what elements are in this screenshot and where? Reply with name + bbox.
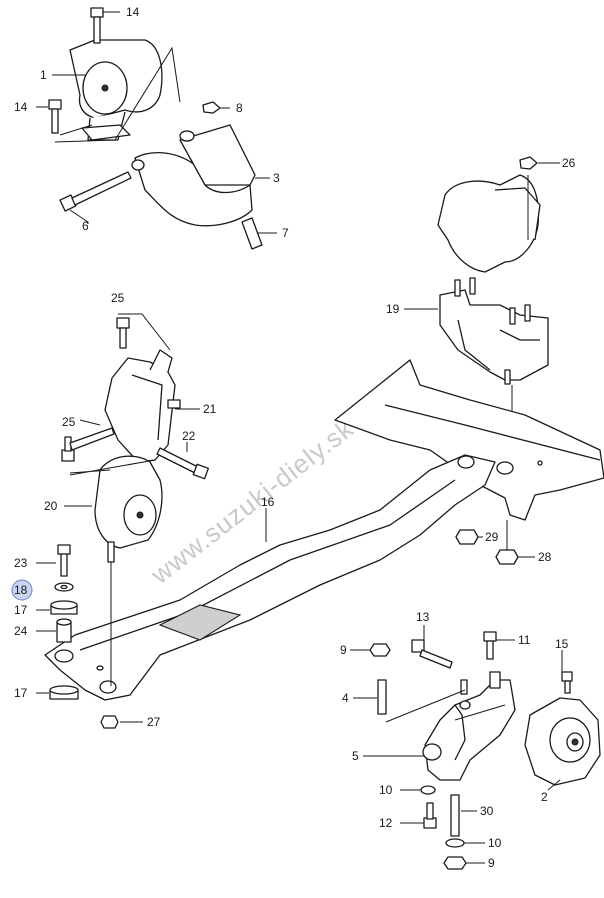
highlight-circle-18	[11, 579, 33, 601]
washer-10-lower	[445, 838, 465, 848]
callout-26: 26	[562, 156, 576, 170]
callout-25: 25	[111, 291, 125, 305]
crossmember-16	[44, 454, 496, 701]
callout-9: 9	[488, 856, 495, 870]
bolt-14-left	[48, 99, 62, 134]
hardware-stack-left	[36, 544, 143, 729]
bolt-12	[423, 802, 437, 829]
mount-19	[439, 289, 549, 381]
callout-30: 30	[480, 804, 494, 818]
nut-29	[455, 529, 479, 545]
bolt-6	[59, 171, 132, 212]
callout-11: 11	[518, 633, 531, 647]
bolt-22	[156, 447, 209, 480]
callout-14: 14	[14, 100, 28, 114]
callout-15: 15	[555, 637, 569, 651]
callout-5: 5	[352, 749, 359, 763]
callout-24: 24	[14, 624, 28, 638]
washer-10-upper	[420, 785, 436, 795]
callout-22: 22	[182, 429, 196, 443]
callout-17: 17	[14, 686, 28, 700]
callout-17: 17	[14, 603, 28, 617]
engine-mount-front	[36, 7, 277, 250]
callout-27: 27	[147, 715, 161, 729]
bolt-13	[411, 639, 453, 669]
mount-bracket-21	[104, 357, 176, 463]
engine-mount-right	[404, 156, 560, 465]
frame-crossmember	[334, 359, 604, 521]
callout-19: 19	[386, 302, 400, 316]
bolt-15	[561, 671, 573, 694]
bolt-11	[483, 631, 497, 660]
callout-23: 23	[14, 556, 28, 570]
nut-28	[495, 549, 519, 565]
callout-1: 1	[40, 68, 47, 82]
rear-mount	[350, 625, 601, 870]
callout-6: 6	[82, 219, 89, 233]
engine-mount-left	[61, 313, 209, 686]
nut-9-upper	[369, 643, 391, 657]
callout-16: 16	[261, 495, 275, 509]
callout-3: 3	[273, 171, 280, 185]
callout-14: 14	[126, 5, 140, 19]
callout-labels: 14 1 14 8 3 6 7 26 19 25 21 25 22 20 16 …	[14, 5, 576, 870]
bolt-25-upper	[116, 317, 130, 349]
callout-29: 29	[485, 530, 499, 544]
callout-10: 10	[379, 783, 393, 797]
callout-2: 2	[541, 790, 548, 804]
callout-25: 25	[62, 415, 76, 429]
callout-21: 21	[203, 402, 217, 416]
nut-27	[100, 715, 119, 729]
callout-8: 8	[236, 101, 243, 115]
stud-7	[241, 217, 263, 250]
callout-4: 4	[342, 691, 349, 705]
callout-13: 13	[416, 610, 430, 624]
callout-28: 28	[538, 550, 552, 564]
callout-7: 7	[282, 226, 289, 240]
nut-9-lower	[443, 856, 467, 870]
mount-bracket-3	[134, 152, 253, 227]
callout-12: 12	[379, 816, 393, 830]
nut-26	[519, 156, 538, 170]
nut-8	[202, 101, 221, 114]
bolt-23	[57, 544, 71, 577]
callout-10: 10	[488, 836, 502, 850]
callout-9: 9	[340, 643, 347, 657]
callout-20: 20	[44, 499, 58, 513]
stud-30	[450, 794, 460, 837]
bolt-25-lower	[61, 427, 115, 462]
callout-18: 18	[14, 583, 28, 597]
stud-4	[377, 679, 387, 715]
mount-bracket-5	[424, 679, 516, 781]
bolt-14-top	[90, 7, 104, 44]
